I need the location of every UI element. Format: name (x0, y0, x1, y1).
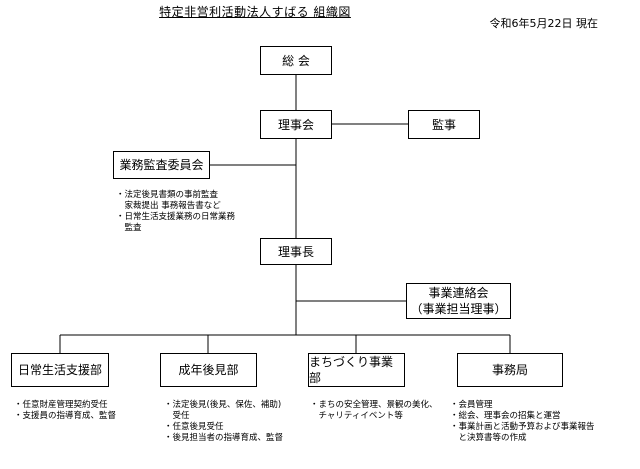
node-dept-town: まちづくり事業部 (308, 353, 405, 387)
note-line: ・任意後見受任 (164, 422, 224, 432)
note-guardianship: ・法定後見(後見、保佐、補助) 受任 ・任意後見受任 ・後見担当者の指導育成、監… (164, 400, 283, 444)
note-daily-life: ・任意財産管理契約受任 ・支援員の指導育成、監督 (14, 400, 116, 422)
node-general-meeting-label: 総 会 (282, 53, 310, 68)
node-auditor-label: 監事 (431, 117, 456, 132)
note-line: ・後見担当者の指導育成、監督 (164, 433, 284, 443)
node-dept-town-label: まちづくり事業部 (309, 355, 394, 385)
chart-title: 特定非営利活動法人すばる 組織図 (159, 5, 351, 19)
note-line: ・任意財産管理契約受任 (14, 400, 108, 410)
note-line: ・支援員の指導育成、監督 (14, 411, 117, 421)
node-dept-secretariat: 事務局 (457, 353, 563, 387)
note-secretariat: ・会員管理 ・総会、理事会の招集と運営 ・事業計画と活動予算および事業報告 と決… (450, 400, 595, 444)
note-line: ・日常生活支援業務の日常業務 (116, 212, 236, 222)
note-line: ・総会、理事会の招集と運営 (450, 411, 561, 421)
note-line: ・会員管理 (450, 400, 493, 410)
note-line: 家裁提出 事務報告書など (116, 201, 221, 211)
note-line: 監査 (116, 223, 142, 233)
node-liaison-line1: 事業連絡会 (428, 286, 489, 300)
note-line: チャリティイベント等 (310, 411, 403, 421)
note-line: ・まちの安全管理、景観の美化、 (310, 400, 438, 410)
note-audit-committee: ・法定後見書類の事前監査 家裁提出 事務報告書など ・日常生活支援業務の日常業務… (116, 190, 235, 234)
node-dept-daily-life-label: 日常生活支援部 (17, 363, 102, 377)
node-chairman-label: 理事長 (277, 244, 314, 259)
note-line: と決算書等の作成 (450, 433, 527, 443)
node-dept-guardianship: 成年後見部 (160, 353, 257, 387)
note-line: ・事業計画と活動予算および事業報告 (450, 422, 595, 432)
node-audit-committee-label: 業務監査委員会 (119, 158, 204, 172)
note-town: ・まちの安全管理、景観の美化、 チャリティイベント等 (310, 400, 438, 422)
node-dept-guardianship-label: 成年後見部 (178, 363, 239, 377)
node-board: 理事会 (260, 110, 332, 139)
node-liaison-line2: （事業担当理事） (410, 302, 507, 316)
node-dept-daily-life: 日常生活支援部 (11, 353, 109, 387)
node-chairman: 理事長 (260, 238, 332, 265)
node-dept-secretariat-label: 事務局 (491, 363, 528, 377)
node-board-label: 理事会 (277, 117, 314, 132)
note-line: ・法定後見書類の事前監査 (116, 190, 219, 200)
as-of-date: 令和6年5月22日 現在 (489, 17, 599, 30)
node-audit-committee: 業務監査委員会 (113, 151, 210, 179)
node-auditor: 監事 (408, 110, 480, 139)
node-general-meeting: 総 会 (260, 46, 332, 75)
node-liaison-council: 事業連絡会 （事業担当理事） (406, 283, 511, 319)
note-line: 受任 (164, 411, 190, 421)
note-line: ・法定後見(後見、保佐、補助) (164, 400, 282, 410)
